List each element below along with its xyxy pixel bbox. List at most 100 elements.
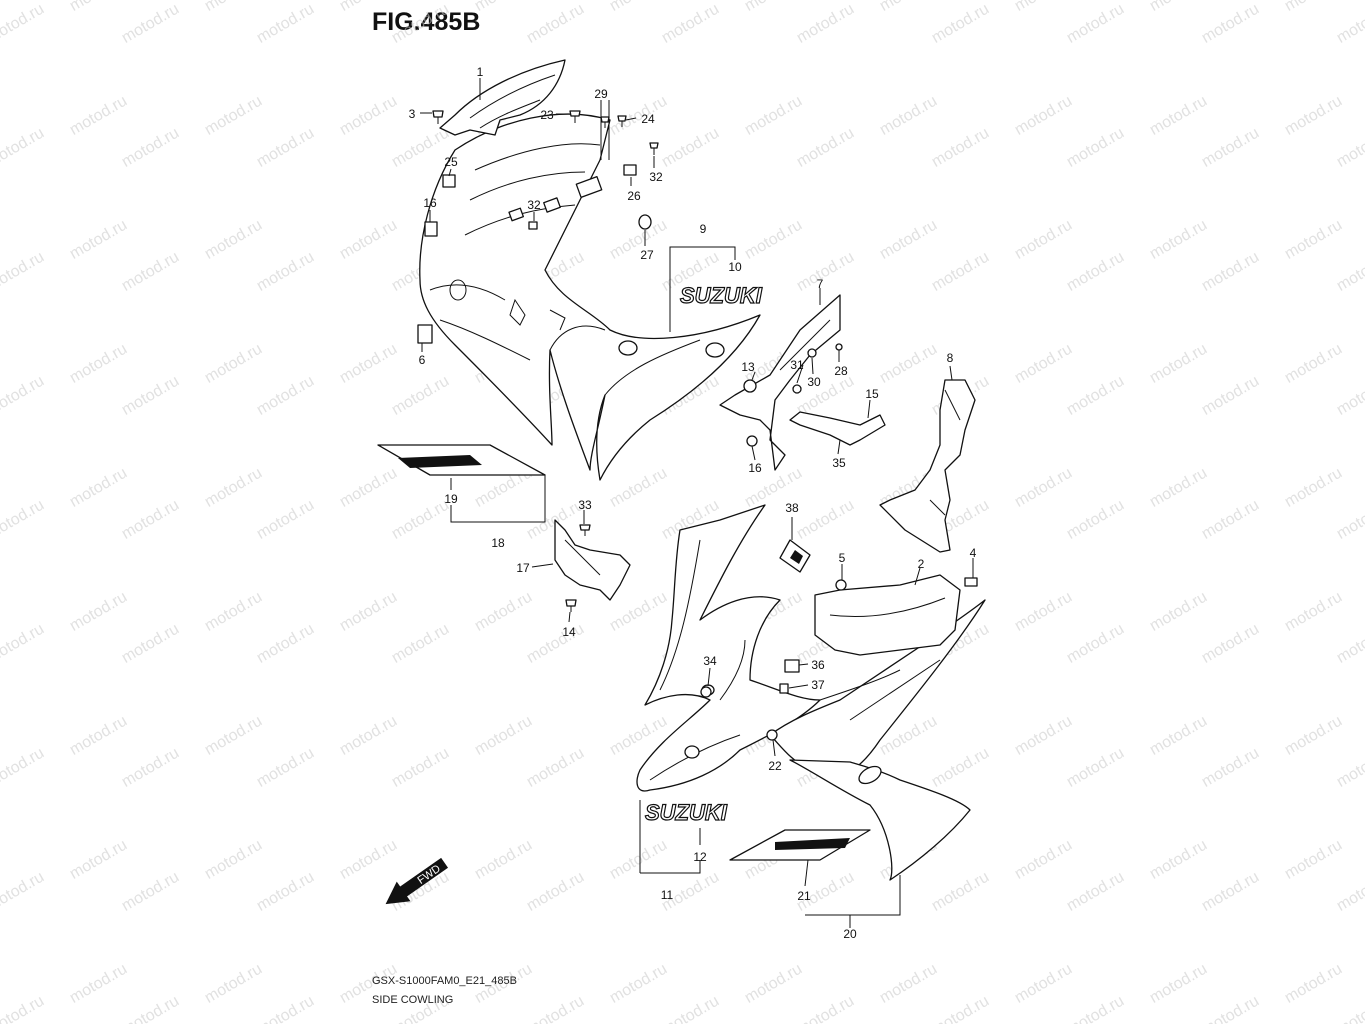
part-1-bracket xyxy=(439,59,566,136)
watermark-text: motod.ru xyxy=(1064,497,1127,543)
watermark-text: motod.ru xyxy=(607,465,670,511)
watermark-text: motod.ru xyxy=(1199,373,1262,419)
callout-17: 17 xyxy=(516,561,530,575)
watermark-text: motod.ru xyxy=(1147,341,1210,387)
watermark-text: motod.ru xyxy=(1334,745,1365,791)
callout-20: 20 xyxy=(843,927,857,941)
watermark-text: motod.ru xyxy=(119,125,182,171)
callout-15: 15 xyxy=(865,387,879,401)
watermark-text: motod.ru xyxy=(1282,465,1345,511)
watermark-text: motod.ru xyxy=(202,93,265,139)
watermark-text: motod.ru xyxy=(67,713,130,759)
watermark-text: motod.ru xyxy=(794,125,857,171)
callout-labels: 1 3 23 29 24 25 32 26 16 32 27 9 10 6 7 … xyxy=(409,65,977,941)
callout-38: 38 xyxy=(785,501,799,515)
watermark-text: motod.ru xyxy=(659,1,722,47)
callout-12: 12 xyxy=(693,850,707,864)
watermark-text: motod.ru xyxy=(1199,993,1262,1024)
watermark-text: motod.ru xyxy=(1064,869,1127,915)
watermark-text: motod.ru xyxy=(202,589,265,635)
callout-13: 13 xyxy=(741,360,755,374)
callout-6: 6 xyxy=(419,353,426,367)
upper-cowl-left xyxy=(419,113,761,481)
callout-29: 29 xyxy=(594,87,608,101)
watermark-text: motod.ru xyxy=(389,497,452,543)
watermark-text: motod.ru xyxy=(1064,1,1127,47)
watermark-text: motod.ru xyxy=(877,217,940,263)
watermark-text: motod.ru xyxy=(1012,0,1075,15)
watermark-text: motod.ru xyxy=(67,0,130,15)
callout-21: 21 xyxy=(797,889,811,903)
callout-19: 19 xyxy=(444,492,458,506)
callout-10: 10 xyxy=(728,260,742,274)
callout-35: 35 xyxy=(832,456,846,470)
watermark-text: motod.ru xyxy=(1064,125,1127,171)
callout-30: 30 xyxy=(807,375,821,389)
watermark-text: motod.ru xyxy=(119,373,182,419)
watermark-text: motod.ru xyxy=(929,745,992,791)
watermark-text: motod.ru xyxy=(254,373,317,419)
watermark-text: motod.ru xyxy=(1147,961,1210,1007)
callout-4: 4 xyxy=(970,546,977,560)
watermark-text: motod.ru xyxy=(1012,713,1075,759)
watermark-text: motod.ru xyxy=(929,869,992,915)
callout-1: 1 xyxy=(477,65,484,79)
watermark-text: motod.ru xyxy=(254,869,317,915)
callout-37: 37 xyxy=(811,678,825,692)
watermark-text: motod.ru xyxy=(524,869,587,915)
watermark-text: motod.ru xyxy=(1334,621,1365,667)
watermark-text: motod.ru xyxy=(1282,93,1345,139)
watermark-text: motod.ru xyxy=(607,589,670,635)
watermark-text: motod.ru xyxy=(389,373,452,419)
watermark-text: motod.ru xyxy=(1064,373,1127,419)
watermark-text: motod.ru xyxy=(659,125,722,171)
watermark-text: motod.ru xyxy=(1334,869,1365,915)
watermark-text: motod.ru xyxy=(1334,1,1365,47)
callout-5: 5 xyxy=(839,551,846,565)
watermark-text: motod.ru xyxy=(1282,217,1345,263)
callout-32: 32 xyxy=(649,170,663,184)
watermark-text: motod.ru xyxy=(607,961,670,1007)
callout-18: 18 xyxy=(491,536,505,550)
watermark-text: motod.ru xyxy=(1064,745,1127,791)
watermark-text: motod.ru xyxy=(389,1,452,47)
watermark-text: motod.ru xyxy=(1282,341,1345,387)
watermark-text: motod.ru xyxy=(1334,125,1365,171)
watermark-text: motod.ru xyxy=(389,125,452,171)
watermark-text: motod.ru xyxy=(1147,465,1210,511)
watermark-text: motod.ru xyxy=(742,93,805,139)
watermark-text: motod.ru xyxy=(929,249,992,295)
watermark-text: motod.ru xyxy=(1012,465,1075,511)
watermark-text: motod.ru xyxy=(119,497,182,543)
watermark-text: motod.ru xyxy=(524,1,587,47)
watermark-text: motod.ru xyxy=(0,745,47,791)
callout-36: 36 xyxy=(811,658,825,672)
watermark-text: motod.ru xyxy=(1334,249,1365,295)
callout-2: 2 xyxy=(918,557,925,571)
watermark-text: motod.ru xyxy=(337,217,400,263)
watermark-text: motod.ru xyxy=(472,0,535,15)
watermark-text: motod.ru xyxy=(1199,1,1262,47)
watermark-text: motod.ru xyxy=(1334,497,1365,543)
watermark-text: motod.ru xyxy=(1147,589,1210,635)
watermark-text: motod.ru xyxy=(1012,837,1075,883)
watermark-text: motod.ru xyxy=(119,745,182,791)
callout-8: 8 xyxy=(947,351,954,365)
watermark-text: motod.ru xyxy=(742,0,805,15)
watermark-text: motod.ru xyxy=(877,93,940,139)
watermark-text: motod.ru xyxy=(607,0,670,15)
watermark-text: motod.ru xyxy=(202,713,265,759)
callout-7: 7 xyxy=(817,277,824,291)
watermark-text: motod.ru xyxy=(1282,589,1345,635)
watermark-text: motod.ru xyxy=(794,249,857,295)
watermark-text: motod.ru xyxy=(524,745,587,791)
watermark-text: motod.ru xyxy=(607,93,670,139)
watermark-text: motod.ru xyxy=(0,993,47,1024)
watermark-text: motod.ru xyxy=(389,621,452,667)
watermark-text: motod.ru xyxy=(1147,217,1210,263)
watermark-text: motod.ru xyxy=(254,497,317,543)
watermark-text: motod.ru xyxy=(1012,589,1075,635)
callout-28: 28 xyxy=(834,364,848,378)
watermark-text: motod.ru xyxy=(337,341,400,387)
watermark-text: motod.ru xyxy=(337,93,400,139)
